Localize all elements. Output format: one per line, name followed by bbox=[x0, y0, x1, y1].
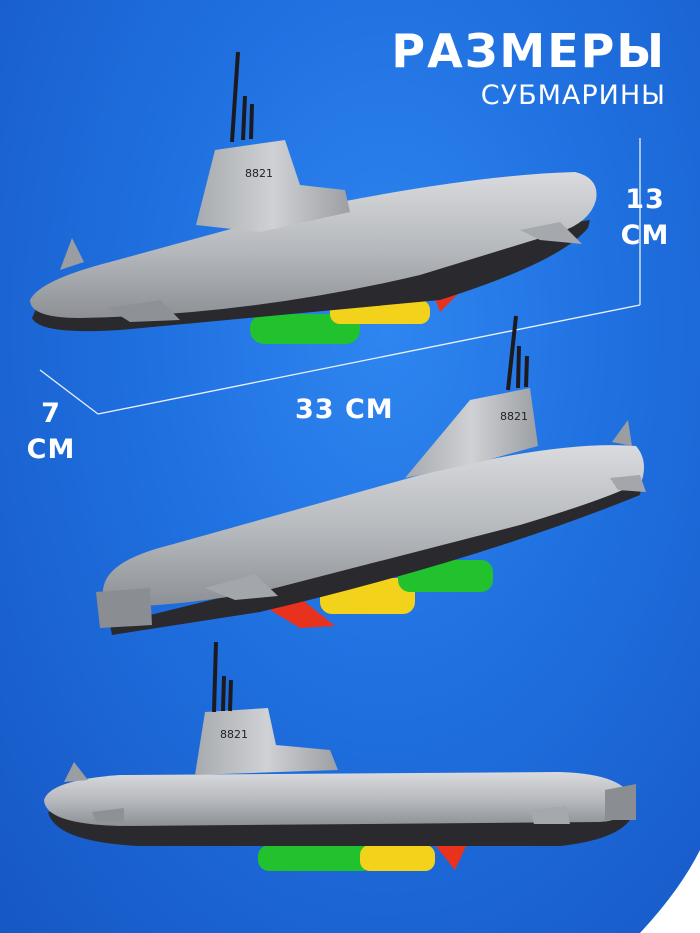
hull-number: 8821 bbox=[245, 167, 273, 180]
conning-tower bbox=[405, 388, 538, 478]
hull bbox=[102, 445, 645, 607]
dimension-length: 33 СМ bbox=[295, 394, 394, 425]
periscopes bbox=[212, 641, 233, 713]
bow-plane bbox=[610, 475, 646, 492]
dimension-width-value: 7 bbox=[41, 398, 61, 429]
page-subtitle: СУБМАРИНЫ bbox=[480, 80, 666, 111]
rudder-fin bbox=[60, 238, 84, 270]
hull bbox=[30, 172, 597, 318]
dimension-height: 13 СМ bbox=[606, 182, 684, 254]
page-title: РАЗМЕРЫ bbox=[391, 24, 666, 78]
submarine-top-view: 8821 bbox=[30, 51, 597, 344]
submarine-bottom-view: 8821 bbox=[44, 641, 636, 871]
stern-block bbox=[96, 588, 152, 628]
bow-block bbox=[605, 784, 636, 820]
dimension-width-unit: СМ bbox=[26, 434, 76, 465]
dimension-width: 7 СМ bbox=[14, 396, 88, 468]
hull-number: 8821 bbox=[500, 410, 528, 423]
torpedo-green bbox=[258, 845, 373, 871]
corner-swoosh bbox=[640, 850, 700, 933]
submarine-middle-view: 8821 bbox=[96, 315, 646, 635]
torpedo-red bbox=[435, 842, 468, 870]
dimension-lines bbox=[39, 138, 641, 415]
dimension-height-value: 13 bbox=[625, 184, 665, 215]
dive-plane bbox=[205, 574, 278, 600]
dive-plane bbox=[108, 300, 180, 322]
torpedo-green bbox=[250, 314, 360, 344]
torpedo-yellow bbox=[360, 845, 435, 871]
dimension-height-unit: СМ bbox=[620, 220, 670, 251]
hull-number: 8821 bbox=[220, 728, 248, 741]
conning-tower bbox=[195, 708, 338, 775]
bow-plane bbox=[530, 806, 570, 824]
periscopes bbox=[506, 315, 529, 391]
bow-plane bbox=[520, 222, 582, 244]
hull bbox=[44, 772, 632, 826]
conning-tower bbox=[196, 140, 350, 232]
periscopes bbox=[230, 51, 254, 143]
rudder-fin bbox=[612, 420, 632, 446]
rudder-fin bbox=[64, 762, 88, 782]
dive-plane bbox=[92, 808, 124, 822]
